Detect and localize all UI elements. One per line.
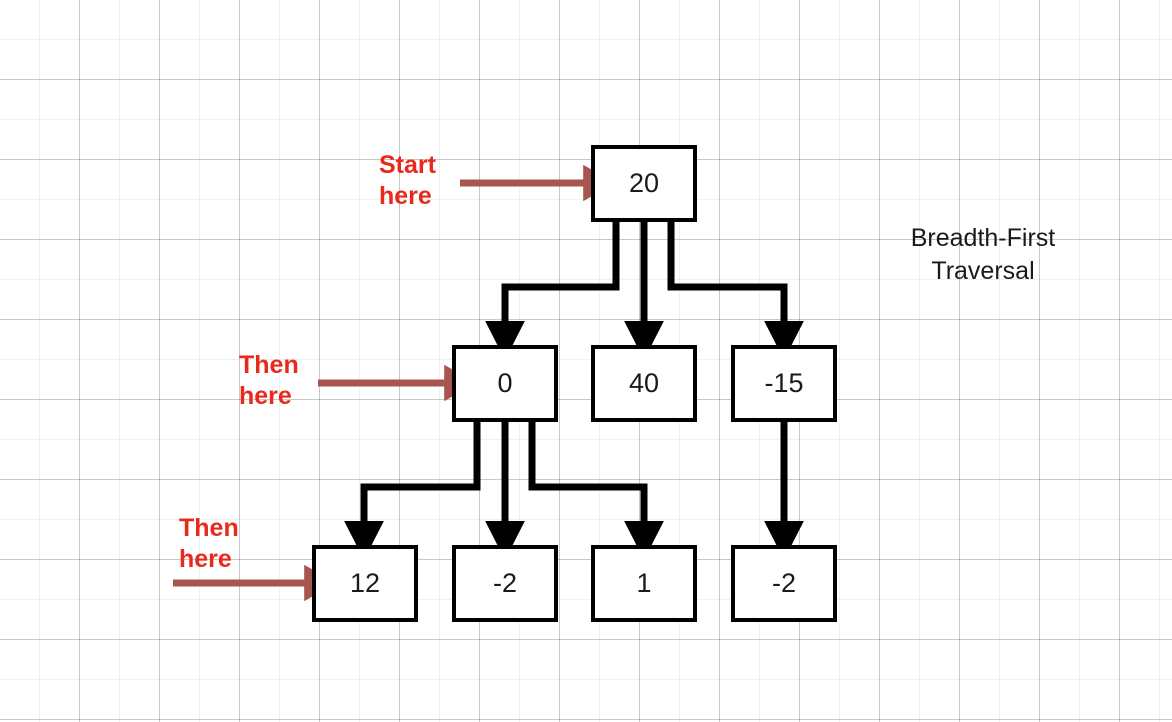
tree-node-label: 12 [349, 568, 381, 598]
tree-node-label: 40 [628, 368, 660, 398]
annotation-label-then-here-level2: Then here [179, 514, 239, 574]
tree-node-label: 0 [497, 368, 513, 398]
tree-edge-n20-to-n0 [485, 222, 620, 360]
annotation-label-then-here-level1: Then here [239, 351, 299, 411]
tree-node-n12[interactable]: 12 [312, 545, 418, 622]
tree-edge-n0-to-n1 [528, 422, 664, 560]
tree-node-n0[interactable]: 0 [452, 345, 558, 422]
tree-node-label: 20 [628, 168, 660, 198]
tree-edges [344, 222, 804, 560]
tree-edge-n20-to-nm15 [667, 222, 804, 360]
tree-node-label: -2 [771, 568, 796, 598]
tree-edge-n0-to-n12 [344, 422, 481, 560]
tree-node-n40[interactable]: 40 [591, 345, 697, 422]
tree-node-label: -15 [764, 368, 804, 398]
tree-node-nm2a[interactable]: -2 [452, 545, 558, 622]
diagram-caption: Breadth-First Traversal [910, 224, 1056, 285]
tree-node-label: -2 [492, 568, 517, 598]
tree-node-n1[interactable]: 1 [591, 545, 697, 622]
tree-node-n20[interactable]: 20 [591, 145, 697, 222]
tree-node-nm15[interactable]: -15 [731, 345, 837, 422]
annotation-label-start-here: Start here [379, 151, 436, 211]
tree-node-label: 1 [636, 568, 652, 598]
tree-node-nm2b[interactable]: -2 [731, 545, 837, 622]
